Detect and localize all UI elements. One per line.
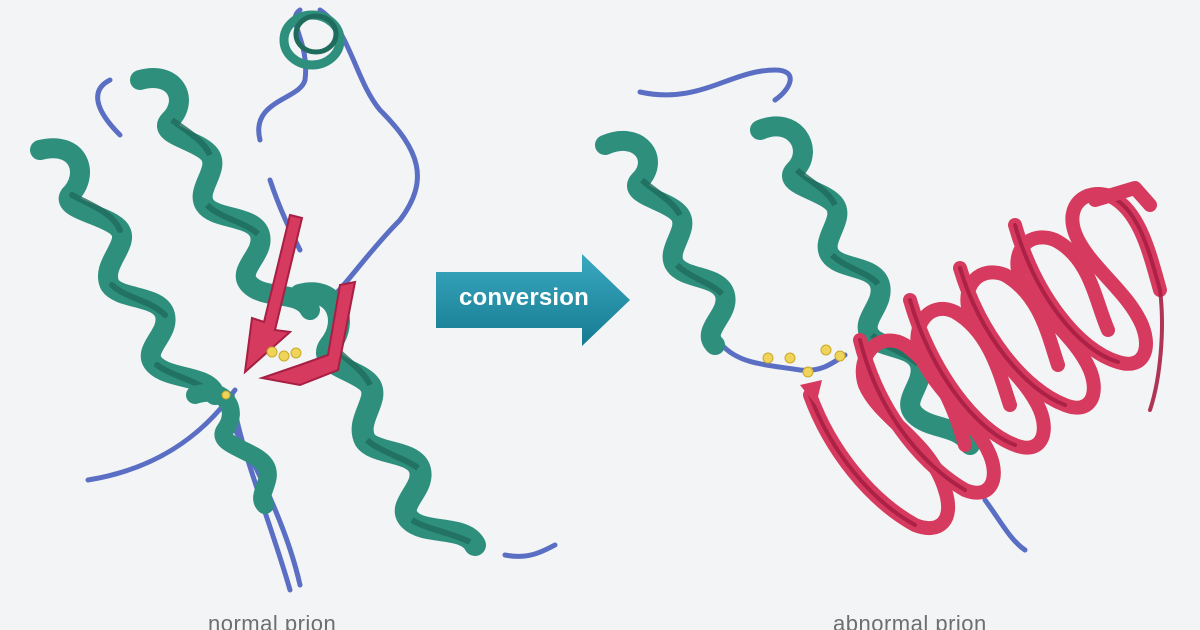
- abnormal-prion-caption: abnormal prion: [833, 611, 987, 630]
- abnormal-helix-a-shade: [639, 177, 725, 297]
- normal-helix-c: [289, 282, 486, 556]
- abnormal-disulfide-bond: [762, 344, 846, 378]
- normal-helix-d: [186, 383, 277, 514]
- abnormal-strand-arrowhead: [800, 380, 822, 405]
- abnormal-helix-a: [595, 130, 736, 355]
- conversion-arrow: [436, 254, 630, 346]
- normal-helix-b: [130, 68, 320, 320]
- abnormal-beta-ribbons: [803, 181, 1167, 536]
- normal-top-helix-ring: [279, 10, 345, 70]
- normal-helix-a: [30, 138, 225, 405]
- normal-prion-caption: normal prion: [208, 611, 337, 630]
- abnormal-prion-structure: [595, 67, 1167, 553]
- conversion-arrow-label: conversion: [458, 284, 590, 311]
- normal-helix-b-shade: [170, 117, 261, 237]
- normal-prion-structure: [30, 7, 558, 593]
- abnormal-coil-loops: [637, 67, 1028, 553]
- normal-disulfide-bond: [221, 346, 302, 400]
